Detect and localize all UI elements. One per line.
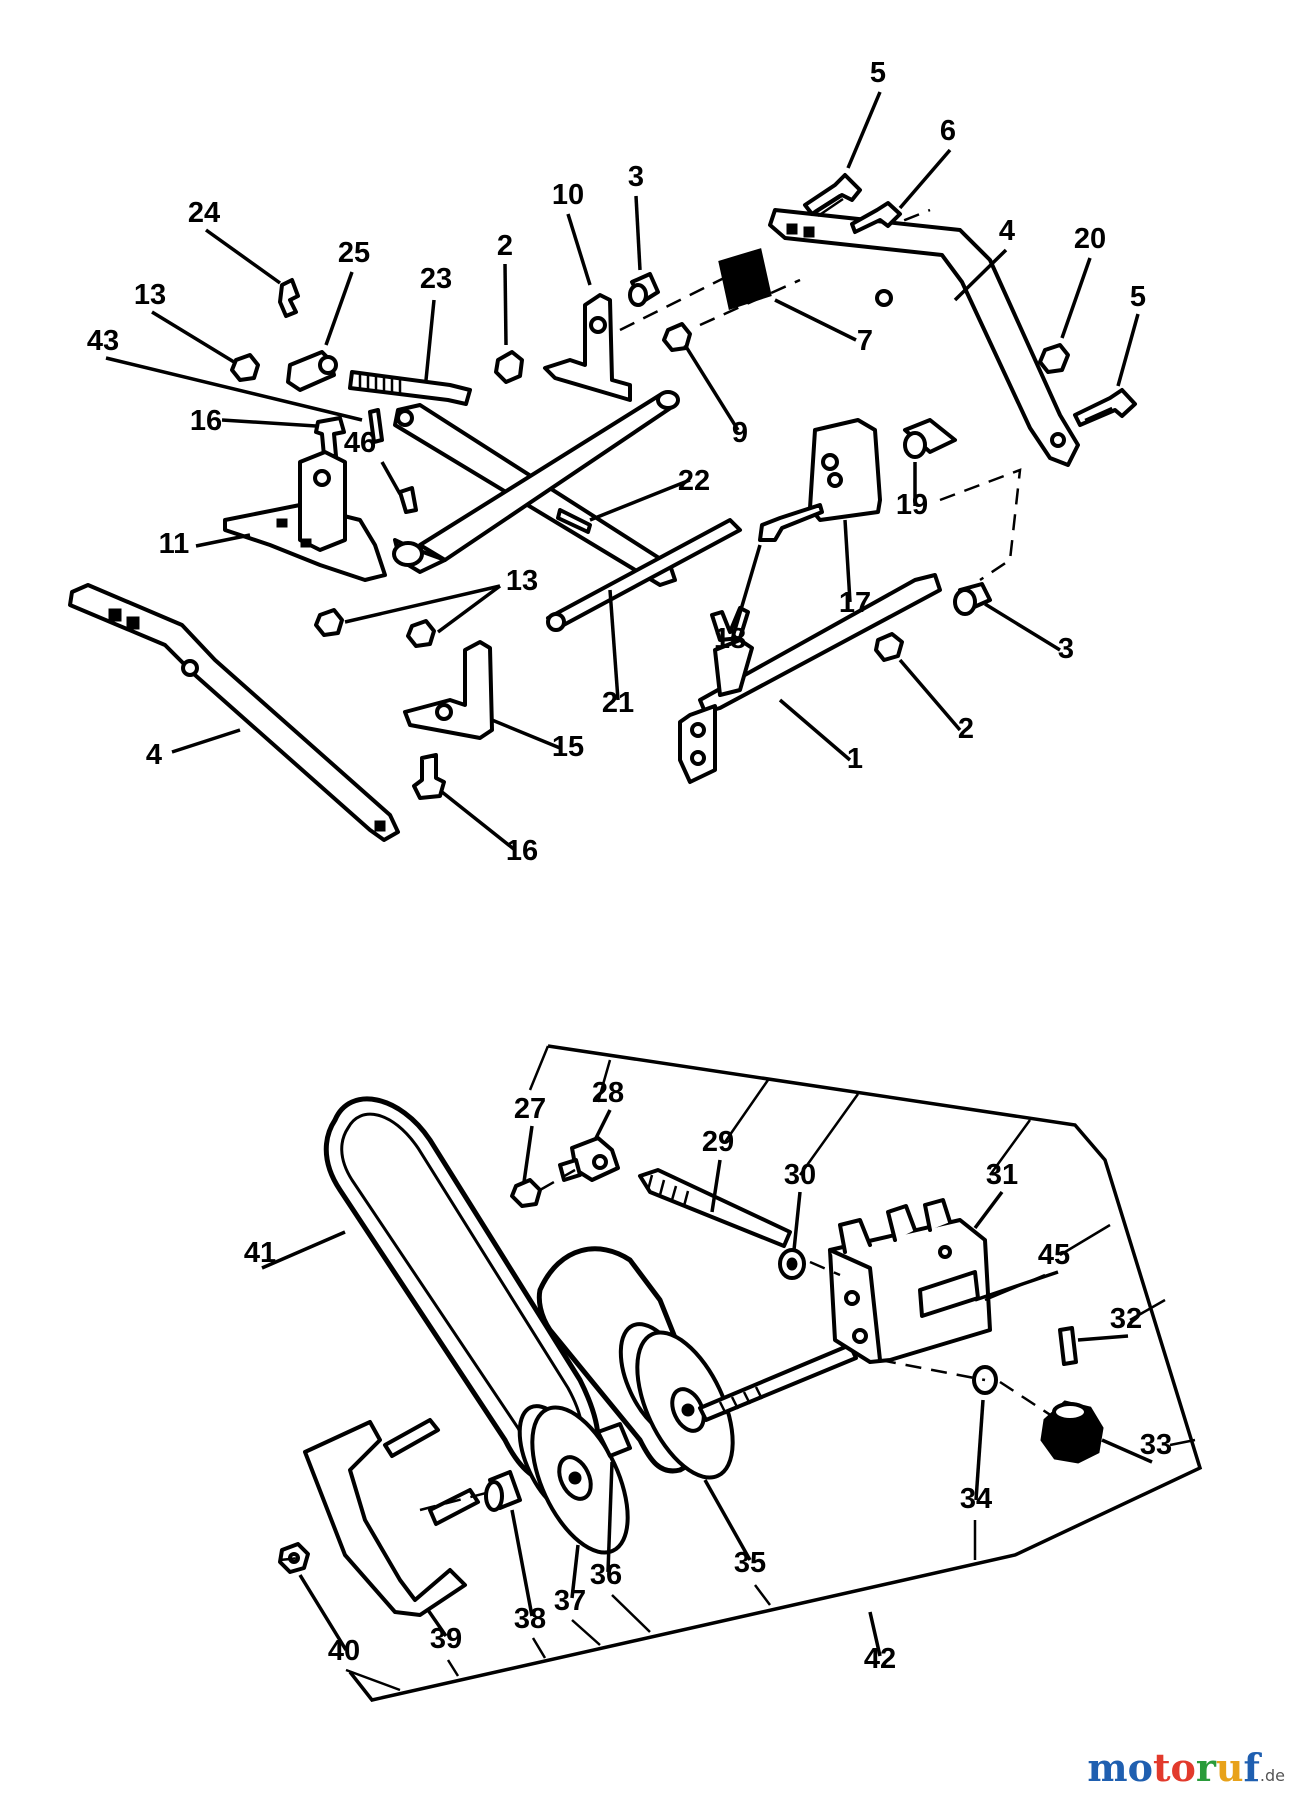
callout-c5b: 5 xyxy=(1130,281,1146,313)
part-10-bracket xyxy=(543,293,632,402)
callout-c22: 22 xyxy=(678,465,710,497)
callout-c42: 42 xyxy=(864,1643,896,1675)
callout-c10: 10 xyxy=(552,179,584,211)
callout-c2b: 2 xyxy=(958,713,974,745)
part-13-nut-lower-left xyxy=(314,608,344,637)
part-32-set-screw xyxy=(1058,1326,1078,1366)
callout-c21: 21 xyxy=(602,687,634,719)
callout-c9: 9 xyxy=(732,417,748,449)
callout-c31: 31 xyxy=(986,1159,1018,1191)
callout-c46: 46 xyxy=(344,427,376,459)
adjust-rod xyxy=(698,1343,858,1422)
watermark-logo: motoruf.de xyxy=(1087,1745,1285,1790)
part-5-bolt-right xyxy=(1073,388,1137,427)
part-6-bolt xyxy=(850,201,902,234)
part-37-pulley xyxy=(517,1404,630,1555)
callout-c37: 37 xyxy=(554,1585,586,1617)
lower-leader-lines xyxy=(261,1109,1153,1657)
part-16-bolt-upper xyxy=(314,416,346,458)
callout-c1: 1 xyxy=(847,743,863,775)
callout-c13a: 13 xyxy=(134,279,166,311)
callout-c2a: 2 xyxy=(497,230,513,262)
callout-c35: 35 xyxy=(734,1547,766,1579)
callout-c30: 30 xyxy=(784,1159,816,1191)
watermark-tld: .de xyxy=(1259,1766,1285,1785)
watermark-part-4: u xyxy=(1215,1745,1244,1790)
callout-c25: 25 xyxy=(338,237,370,269)
part-5-bolt-top xyxy=(803,173,862,218)
lower-assembly xyxy=(261,1044,1203,1702)
callout-c27: 27 xyxy=(514,1093,546,1125)
callout-c38: 38 xyxy=(514,1603,546,1635)
part-13-nut-lower-right xyxy=(406,619,436,648)
part-27-nut xyxy=(510,1178,542,1208)
part-39-belt-guard xyxy=(303,1420,467,1617)
callout-c13b: 13 xyxy=(506,565,538,597)
callout-c4b: 4 xyxy=(146,739,162,771)
part-4-upper-arm xyxy=(768,208,1080,467)
callout-c16a: 16 xyxy=(190,405,222,437)
part-20-nut xyxy=(1038,343,1070,374)
callout-c17: 17 xyxy=(839,587,871,619)
part-2-nut-top xyxy=(494,350,524,384)
callout-c6: 6 xyxy=(940,115,956,147)
callout-c20: 20 xyxy=(1074,223,1106,255)
callout-c41: 41 xyxy=(244,1237,276,1269)
watermark-part-1: mo xyxy=(1087,1745,1153,1790)
part-43-cotter-pin xyxy=(368,408,384,444)
part-18-carriage-bolt xyxy=(758,503,824,542)
watermark-part-2: to xyxy=(1152,1745,1196,1790)
part-36-spacer xyxy=(596,1422,632,1458)
upper-leader-lines xyxy=(105,91,1140,852)
callout-c18: 18 xyxy=(714,623,746,655)
part-42-kit-outline xyxy=(348,1044,1203,1702)
callout-c5a: 5 xyxy=(870,57,886,89)
callout-c4a: 4 xyxy=(999,215,1015,247)
callout-c3b: 3 xyxy=(1058,633,1074,665)
part-7-pad xyxy=(718,248,772,310)
callout-c19: 19 xyxy=(896,489,928,521)
callout-c32: 32 xyxy=(1110,1303,1142,1335)
callout-c29: 29 xyxy=(702,1126,734,1158)
callout-c33: 33 xyxy=(1140,1429,1172,1461)
callout-c43: 43 xyxy=(87,325,119,357)
part-4-lower-arm xyxy=(68,583,400,842)
callout-c24: 24 xyxy=(188,197,220,229)
callout-c39: 39 xyxy=(430,1623,462,1655)
part-16-bolt-lower xyxy=(412,753,446,800)
part-23-threaded-rod xyxy=(348,370,472,406)
watermark-part-5: f xyxy=(1243,1745,1260,1790)
part-24-clip xyxy=(278,278,300,318)
callout-c40: 40 xyxy=(328,1635,360,1667)
part-35-pulley xyxy=(618,1322,735,1480)
part-15-bracket xyxy=(403,640,494,740)
callout-c36: 36 xyxy=(590,1559,622,1591)
part-2-nut-lower xyxy=(874,632,904,662)
callout-c11: 11 xyxy=(159,528,190,560)
watermark-part-3: r xyxy=(1195,1745,1216,1790)
upper-assembly xyxy=(68,91,1140,852)
callout-c45: 45 xyxy=(1038,1239,1070,1271)
callout-c34: 34 xyxy=(960,1483,992,1515)
callout-c16b: 16 xyxy=(506,835,538,867)
part-13-nut-upper xyxy=(230,353,260,382)
callout-c23: 23 xyxy=(420,263,452,295)
part-46-pin xyxy=(398,486,418,514)
callout-c15: 15 xyxy=(552,731,584,763)
callout-c28: 28 xyxy=(592,1077,624,1109)
callout-c7: 7 xyxy=(857,325,873,357)
part-1-lift-shaft xyxy=(698,573,942,714)
callout-c3a: 3 xyxy=(628,161,644,193)
